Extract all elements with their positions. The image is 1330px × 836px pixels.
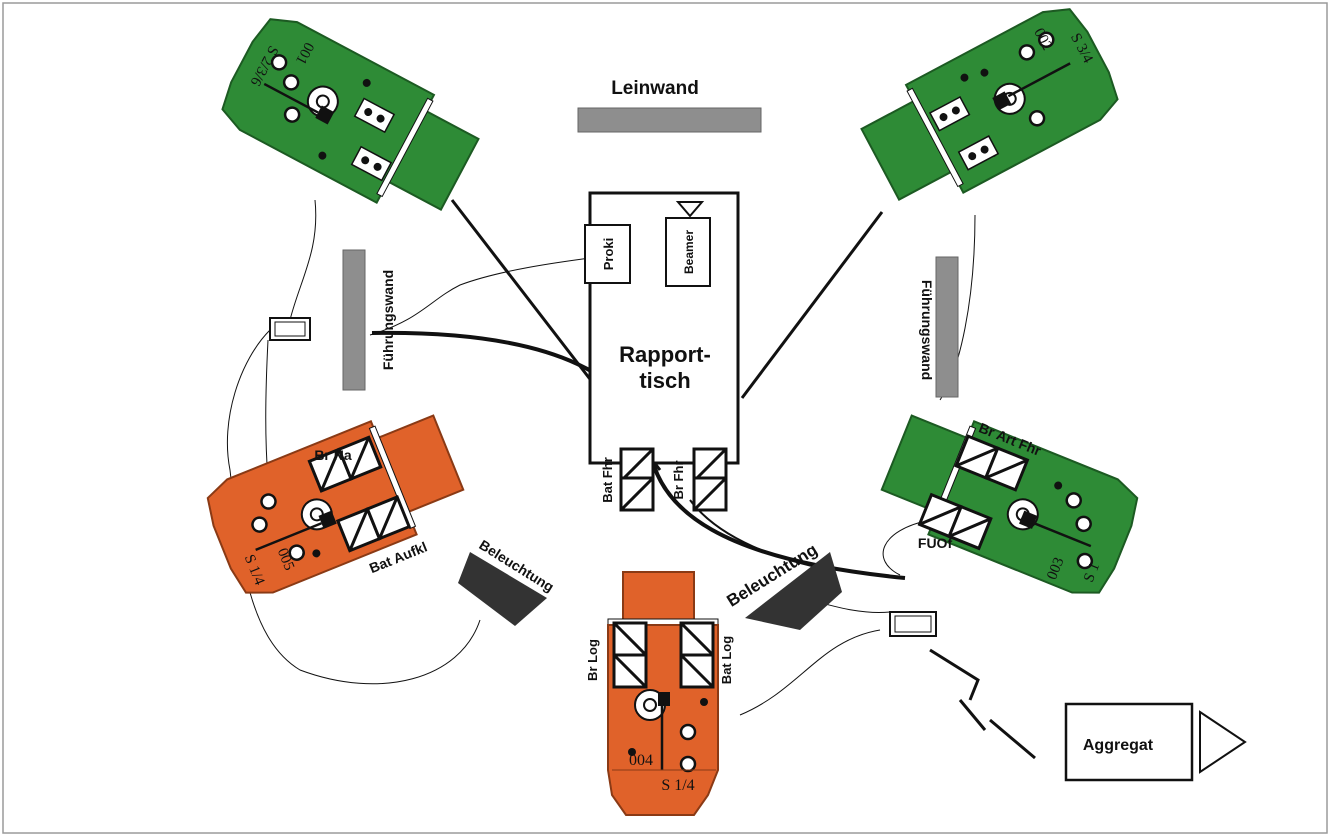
br-fhr-station (692, 447, 728, 512)
lighting-left-shape (458, 552, 547, 626)
cable-right-2 (882, 519, 931, 576)
command-wall-left: Führungswand (342, 249, 396, 391)
connector-box-right-inner (894, 615, 932, 633)
cable-002-to-table (740, 211, 884, 399)
vehicle-003-label-b: FUOf (918, 535, 953, 551)
aggregate-output-icon (1199, 710, 1247, 774)
vehicle-004-cab (622, 571, 695, 623)
vehicle-001: 001 S 2/3/6 (221, 18, 480, 211)
vehicle-004: 004 S 1/4 Br Log Bat Log (585, 571, 734, 816)
vehicle-003-number: 003 (1044, 555, 1067, 582)
report-table-label-2: tisch (639, 368, 690, 393)
report-table-label-1: Rapport- (619, 342, 711, 367)
vehicle-005-number: 005 (274, 546, 297, 573)
vehicle-002: 002 S 3/4 (860, 8, 1119, 201)
aggregate: Aggregat (1064, 702, 1247, 782)
proki-label: Proki (601, 238, 616, 271)
aggregate-label: Aggregat (1083, 737, 1154, 754)
cable-agg-2 (958, 699, 987, 731)
vehicle-003: Br Art Fhr 003 S 1 (880, 414, 1139, 594)
report-table: Rapport- tisch Proki Beamer Bat Fhr Br F… (584, 191, 740, 512)
beamer-lens-icon (675, 201, 705, 218)
command-wall-right-bar (935, 256, 959, 398)
connector-box-left-inner (274, 321, 306, 337)
cable-right-3 (739, 629, 881, 716)
vehicle-004-label-a: Br Log (585, 639, 600, 681)
bat-fhr-label: Bat Fhr (600, 457, 615, 503)
command-wall-right-label: Führungswand (919, 280, 935, 380)
vehicle-004-sub: S 1/4 (661, 777, 694, 794)
vehicle-005: 005 S 1/4 (206, 414, 465, 594)
command-wall-right: Führungswand (919, 256, 959, 398)
cable-left-1 (226, 329, 481, 685)
cable-agg-3 (989, 718, 1036, 760)
command-wall-left-bar (342, 249, 366, 391)
projection-screen: Leinwand (577, 78, 762, 133)
beamer-label: Beamer (682, 230, 696, 274)
cable-agg-1 (929, 648, 980, 701)
beamer-box (665, 217, 711, 287)
screen-bar (577, 107, 762, 133)
vehicle-004-label-b: Bat Log (719, 636, 734, 684)
proki-box (584, 224, 631, 284)
vehicle-005-label-a: Br Na (314, 447, 352, 463)
bat-fhr-station (619, 447, 655, 512)
command-wall-left-label: Führungswand (380, 270, 396, 370)
aggregate-box (1064, 702, 1194, 782)
vehicle-003-sub: S 1 (1081, 560, 1103, 584)
br-fhr-label: Br Fhr (671, 461, 686, 500)
cable-proki (369, 257, 591, 336)
lighting-right-shape (745, 552, 842, 630)
vehicle-004-number: 004 (629, 752, 653, 769)
screen-label: Leinwand (611, 78, 699, 99)
cable-left-2 (289, 199, 317, 321)
connector-box-left (269, 317, 311, 341)
